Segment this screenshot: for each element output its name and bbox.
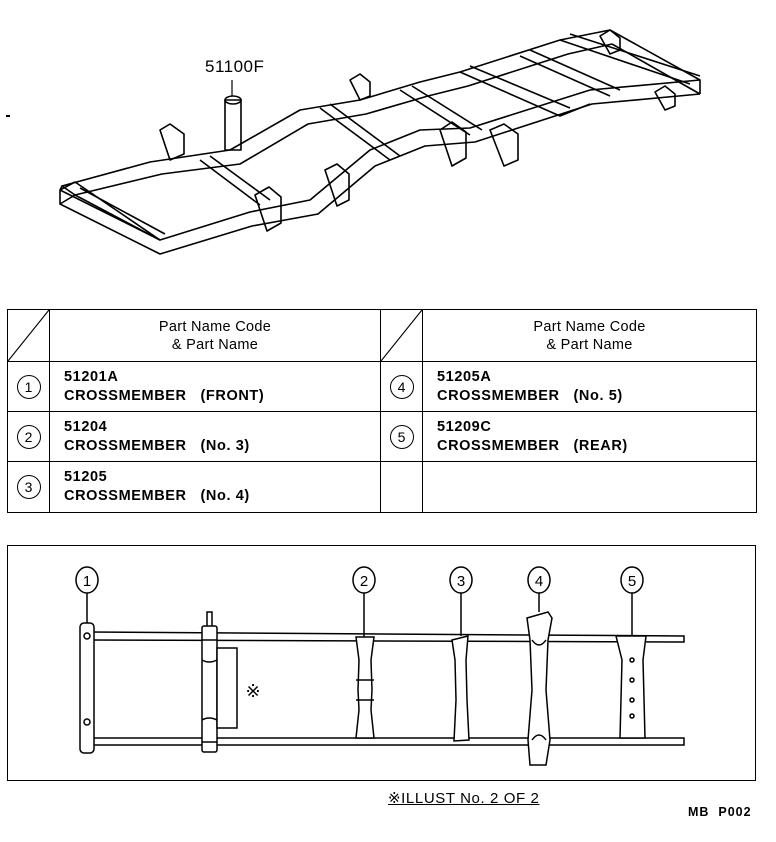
header-line: Part Name Code & Part Name xyxy=(158,318,272,353)
reference-code: MB P002 xyxy=(688,805,752,819)
header-line: Part Name Code & Part Name xyxy=(533,318,646,353)
item-number-4: 4 xyxy=(389,374,414,399)
table-header-row: Part Name Code & Part Name Part Name Cod… xyxy=(7,309,757,362)
item-number-5: 5 xyxy=(389,424,414,449)
part-cell: 51205A CROSSMEMBER (No. 5) xyxy=(422,361,757,412)
header-blank-right xyxy=(380,309,423,362)
empty-cell xyxy=(380,461,423,513)
part-name: CROSSMEMBER (No. 5) xyxy=(437,387,623,404)
part-cell: 51204 CROSSMEMBER (No. 3) xyxy=(49,411,381,462)
layout-marker-4: 4 xyxy=(535,573,543,590)
part-name: CROSSMEMBER (No. 3) xyxy=(64,437,250,454)
part-code: 51201A xyxy=(64,368,119,385)
layout-marker-1: 1 xyxy=(83,573,91,590)
crossmember-4-shape xyxy=(526,611,553,766)
assembly-part-code: 51100F xyxy=(205,57,265,76)
part-name: CROSSMEMBER (No. 4) xyxy=(64,488,250,504)
header-part-name-right: Part Name Code & Part Name xyxy=(422,309,757,362)
empty-cell xyxy=(422,461,757,513)
crossmember-5-shape xyxy=(615,635,647,739)
item-number-3: 3 xyxy=(16,475,41,499)
rail-bottom xyxy=(90,737,685,746)
row-number-cell: 2 xyxy=(7,411,50,462)
item-number-2: 2 xyxy=(16,424,41,449)
part-cell: 51205 CROSSMEMBER (No. 4) xyxy=(49,461,381,513)
table-row: 1 51201A CROSSMEMBER (FRONT) 4 51205A CR… xyxy=(7,361,757,412)
part-code: 51205 xyxy=(64,469,108,485)
row-number-cell: 1 xyxy=(7,361,50,412)
part-cell: 51201A CROSSMEMBER (FRONT) xyxy=(49,361,381,412)
chassis-frame-illustration xyxy=(6,29,701,255)
header-part-name-left: Part Name Code & Part Name xyxy=(49,309,381,362)
part-code: 51209C xyxy=(437,418,492,435)
rail-top xyxy=(89,631,685,643)
part-code: 51205A xyxy=(437,368,492,385)
layout-marker-2: 2 xyxy=(360,573,368,590)
crossmember-3-shape xyxy=(451,635,470,742)
crossmember-front-art xyxy=(74,187,166,241)
illustration-caption: ※ILLUST No. 2 OF 2 xyxy=(388,790,540,807)
layout-marker-3: 3 xyxy=(457,573,465,590)
item-number-1: 1 xyxy=(16,374,41,399)
layout-marker-5: 5 xyxy=(628,573,636,590)
asterisk-note: ※ xyxy=(245,681,260,701)
part-name: CROSSMEMBER (REAR) xyxy=(437,437,628,454)
row-number-cell: 3 xyxy=(7,461,50,513)
crossmember-layout-box xyxy=(7,545,756,781)
part-name: CROSSMEMBER (FRONT) xyxy=(64,387,265,404)
table-row: 3 51205 CROSSMEMBER (No. 4) xyxy=(7,461,757,513)
crossmember-1-shape xyxy=(79,622,95,754)
crossmember-mid-shape xyxy=(201,625,218,753)
parts-table: Part Name Code & Part Name Part Name Cod… xyxy=(7,309,757,513)
crossmember-2-shape xyxy=(355,636,375,739)
part-code: 51204 xyxy=(64,418,108,435)
header-blank-left xyxy=(7,309,50,362)
frame-rail-left xyxy=(59,79,701,241)
